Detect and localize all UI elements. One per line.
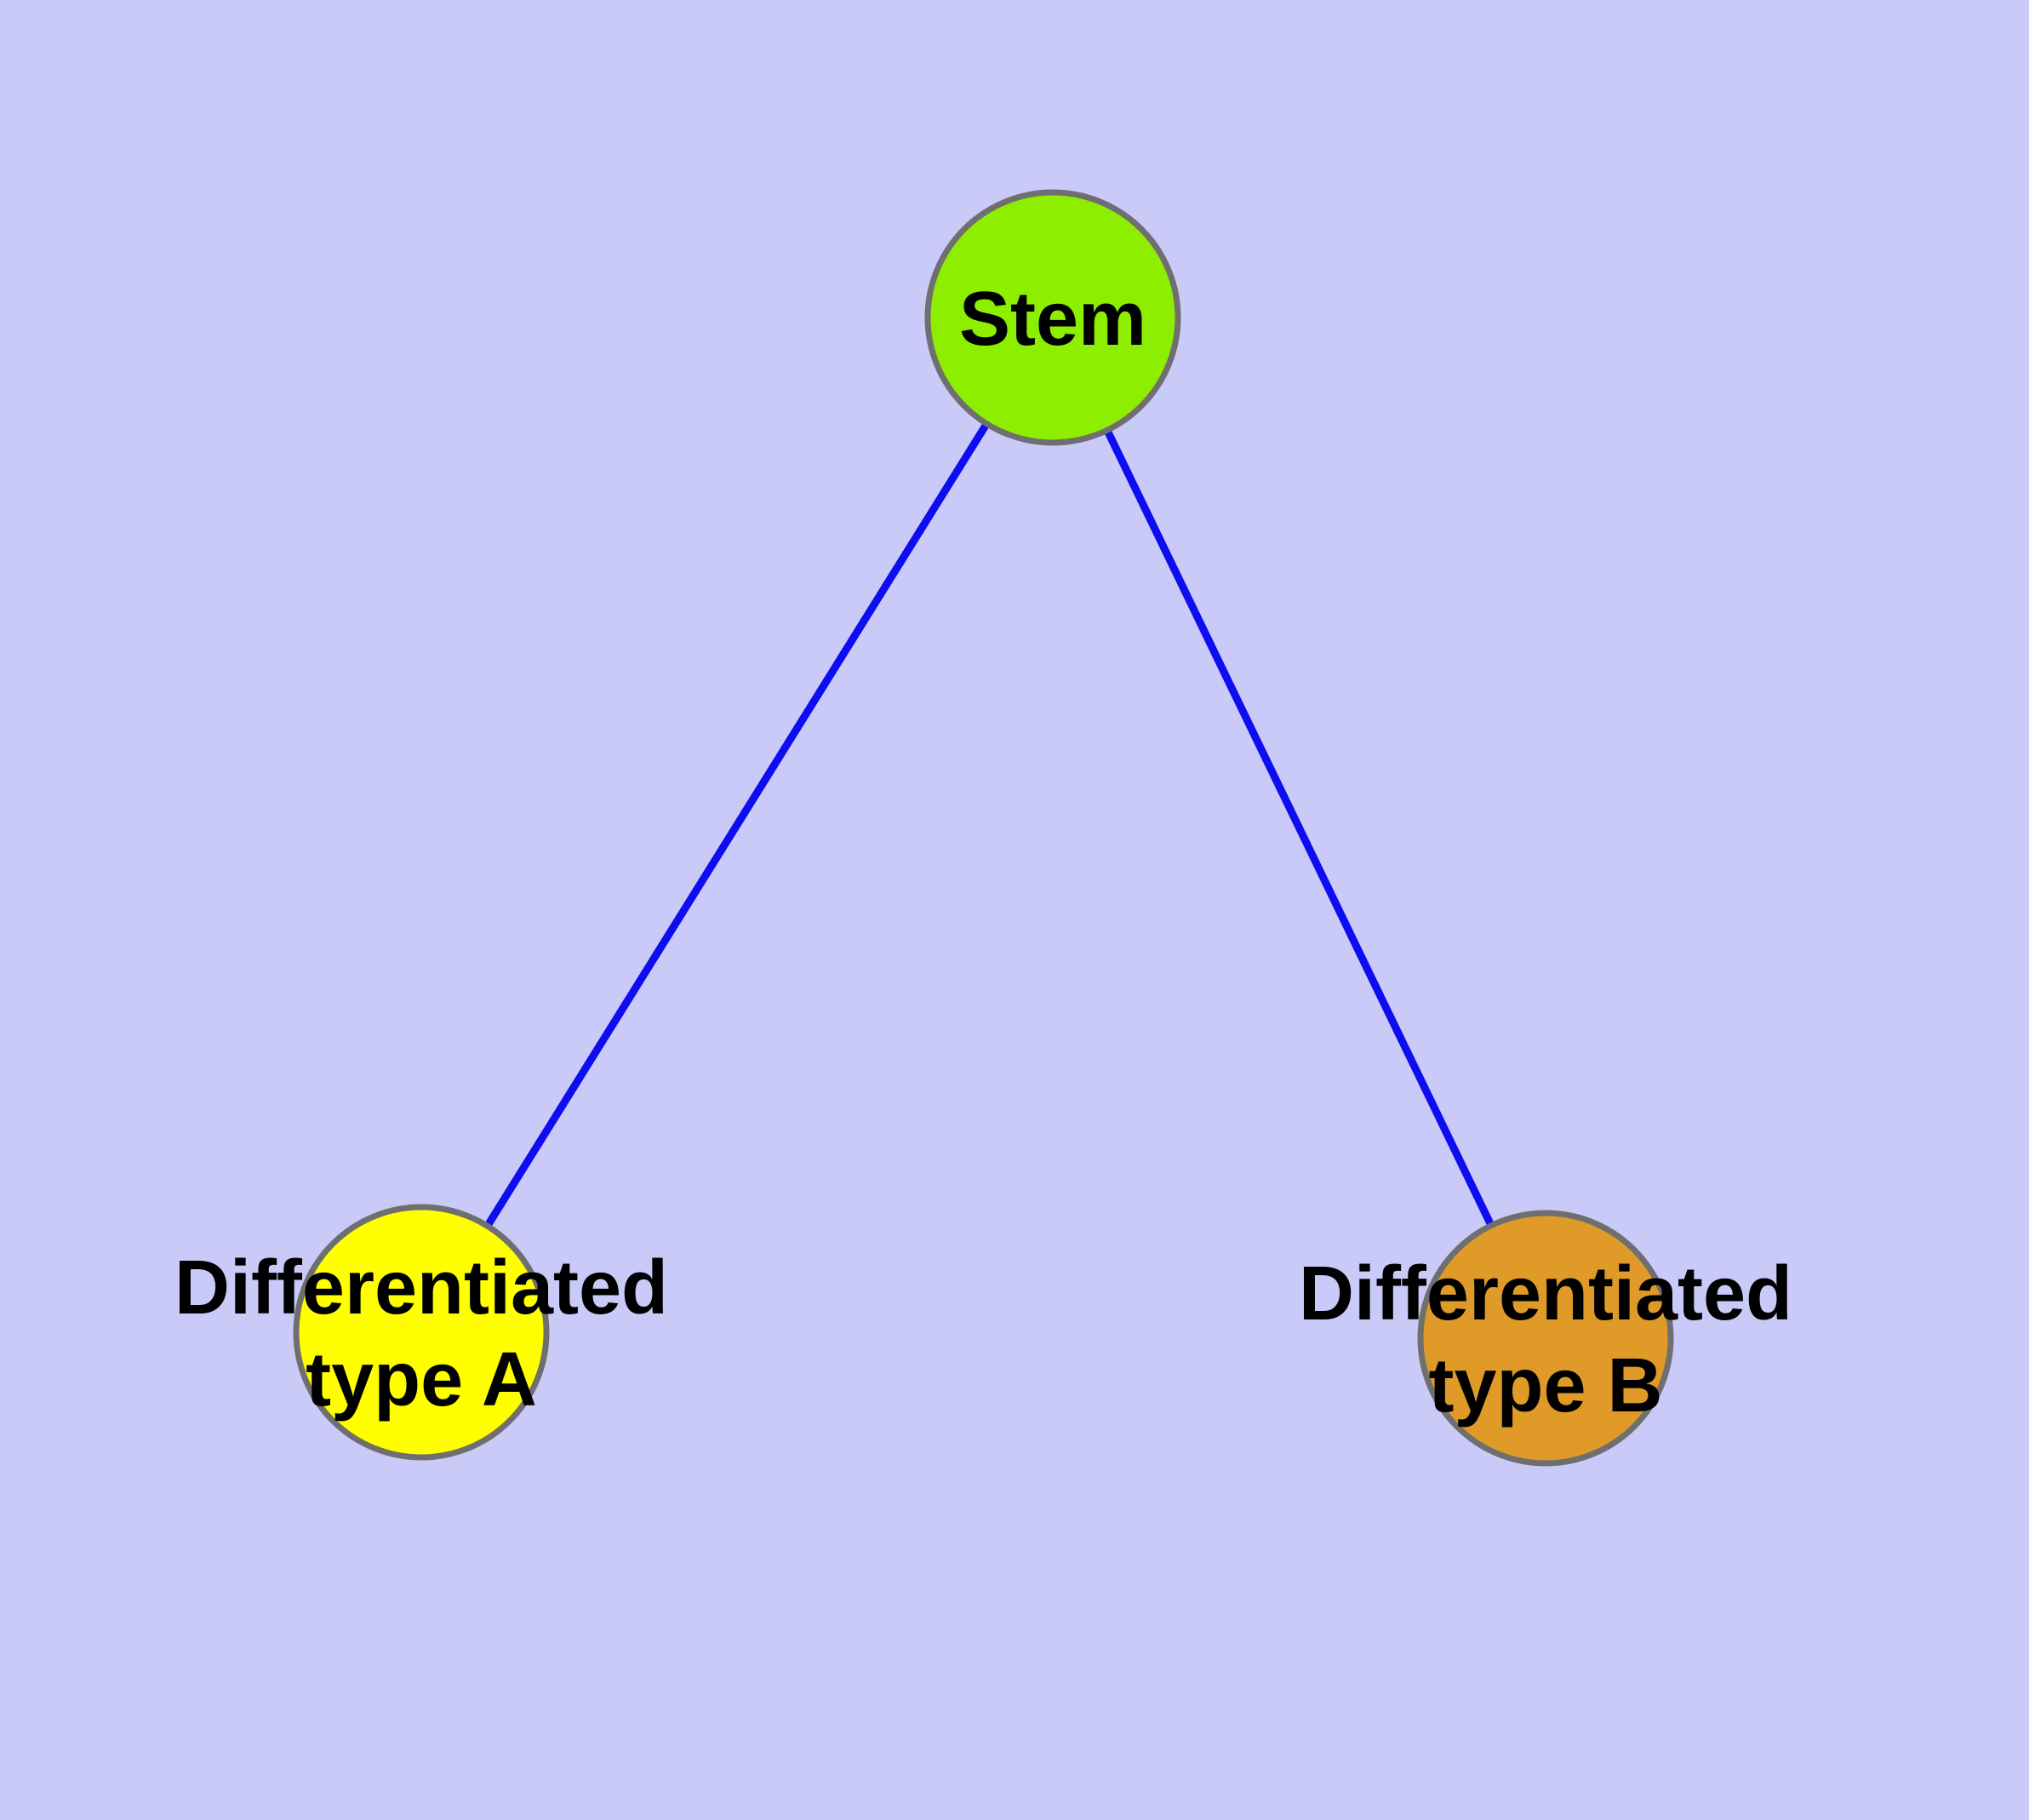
node-stem: Stem <box>924 189 1181 446</box>
differentiated-type-a-node-circle[interactable] <box>293 1204 550 1461</box>
differentiated-type-b-label-line1: Differentiated <box>1299 1251 1792 1336</box>
stem-node-circle[interactable] <box>924 189 1181 446</box>
edge-stem-to-differentiated-type-a[interactable] <box>418 315 1056 1335</box>
node-differentiated-type-b: Differentiated type B <box>1299 1210 1792 1467</box>
differentiated-type-a-label-line2: type A <box>306 1337 537 1422</box>
differentiated-type-b-label-line2: type B <box>1428 1343 1662 1428</box>
edge-stem-to-differentiated-type-b[interactable] <box>1049 316 1550 1340</box>
node-differentiated-type-a: Differentiated type A <box>174 1204 668 1461</box>
edge-layer <box>418 315 1550 1340</box>
differentiated-type-a-label-line1: Differentiated <box>174 1245 668 1331</box>
stem-node-label: Stem <box>959 277 1146 362</box>
differentiated-type-b-node-circle[interactable] <box>1417 1210 1674 1467</box>
